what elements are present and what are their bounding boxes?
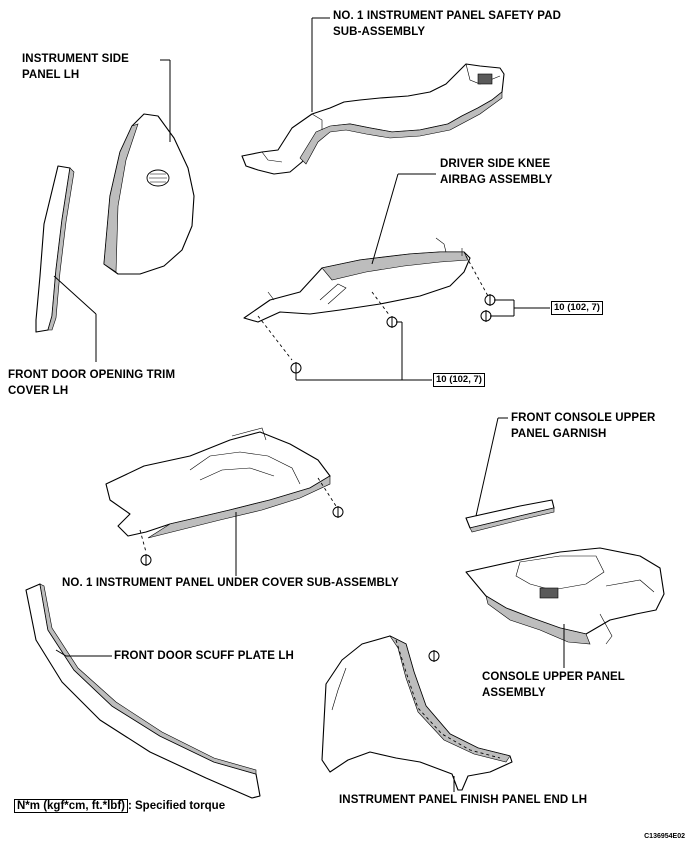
- label-knee-airbag-line1: DRIVER SIDE KNEE: [440, 158, 551, 170]
- bolt-knee-center: [386, 316, 398, 328]
- torque-box-upper: 10 (102, 7): [551, 301, 603, 315]
- legend-text: : Specified torque: [127, 800, 226, 812]
- label-knee-airbag-line2: AIRBAG ASSEMBLY: [440, 174, 553, 186]
- bolt-under-cover-right: [332, 506, 344, 518]
- torque-legend: N*m (kgf*cm, ft.*lbf): Specified torque: [14, 799, 226, 813]
- bolt-knee-left: [290, 362, 302, 374]
- legend-unit: N*m (kgf*cm, ft.*lbf): [14, 799, 128, 813]
- label-safety-pad-line2: SUB-ASSEMBLY: [333, 26, 426, 38]
- clip-finish-panel: [428, 650, 440, 662]
- bolt-knee-right-a: [484, 294, 496, 306]
- label-door-trim-line1: FRONT DOOR OPENING TRIM: [8, 369, 176, 381]
- console-garnish-part: [465, 499, 555, 533]
- label-finish-panel: INSTRUMENT PANEL FINISH PANEL END LH: [339, 794, 588, 806]
- figure-code: C136954E02: [644, 833, 685, 840]
- label-under-cover: NO. 1 INSTRUMENT PANEL UNDER COVER SUB-A…: [62, 577, 399, 589]
- label-door-trim-line2: COVER LH: [8, 385, 69, 397]
- torque-box-lower: 10 (102, 7): [433, 373, 485, 387]
- label-side-panel-line1: INSTRUMENT SIDE: [22, 53, 129, 65]
- console-panel-part: [465, 547, 665, 645]
- instrument-side-panel-part: [103, 113, 195, 275]
- label-safety-pad-line1: NO. 1 INSTRUMENT PANEL SAFETY PAD: [333, 10, 561, 22]
- scuff-plate-part: [25, 583, 261, 799]
- knee-airbag-part: [243, 237, 471, 323]
- label-console-garnish-line1: FRONT CONSOLE UPPER: [511, 412, 656, 424]
- bolt-knee-right-b: [480, 310, 492, 322]
- under-cover-part: [105, 427, 331, 539]
- label-console-panel-line1: CONSOLE UPPER PANEL: [482, 671, 625, 683]
- bolt-under-cover-left: [140, 554, 152, 566]
- label-console-garnish-line2: PANEL GARNISH: [511, 428, 607, 440]
- label-console-panel-line2: ASSEMBLY: [482, 687, 546, 699]
- label-scuff-plate: FRONT DOOR SCUFF PLATE LH: [114, 650, 294, 662]
- door-opening-trim-part: [35, 165, 75, 333]
- finish-panel-end-part: [321, 635, 513, 791]
- safety-pad-part: [241, 63, 505, 175]
- label-side-panel-line2: PANEL LH: [22, 69, 80, 81]
